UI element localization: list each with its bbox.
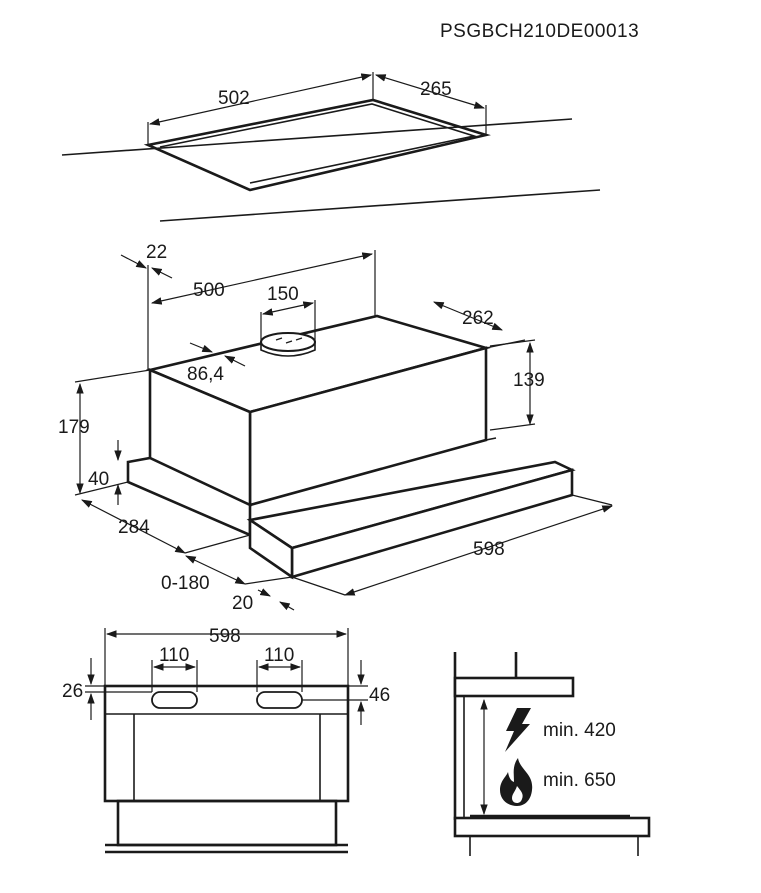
electric-clearance-label: min. 420: [543, 720, 616, 741]
dim-length: 500: [193, 280, 225, 301]
cutout-drawing: 502 265: [61, 72, 601, 222]
dim-depth: 262: [462, 308, 494, 329]
slot-height-label: 46: [369, 685, 390, 706]
slot-left-label: 110: [159, 645, 189, 666]
dim-width: 598: [473, 539, 505, 560]
clearance-drawing: min. 420 min. 650: [453, 652, 651, 856]
dim-body-height: 139: [513, 370, 545, 391]
document-code: PSGBCH210DE00013: [440, 21, 639, 42]
dim-outlet-diameter: 150: [267, 284, 299, 305]
cutout-depth-label: 265: [420, 79, 452, 100]
front-view-drawing: 598 110 110 26 46: [62, 626, 390, 854]
hood-iso-drawing: 22 500 150 86,4 262 139 179 40: [58, 242, 614, 614]
flame-icon: [500, 758, 533, 806]
gas-clearance-label: min. 650: [543, 770, 616, 791]
slot-top-label: 26: [62, 681, 83, 702]
dim-front-height: 40: [88, 469, 109, 490]
slot-right-label: 110: [264, 645, 294, 666]
dim-outlet-offset: 86,4: [187, 364, 224, 385]
dim-front-thickness: 20: [232, 593, 253, 614]
dim-body-depth: 284: [118, 517, 150, 538]
cutout-width-label: 502: [218, 88, 250, 109]
lightning-icon: [505, 708, 531, 752]
front-width-label: 598: [209, 626, 241, 647]
dim-total-height: 179: [58, 417, 90, 438]
dim-offset-back: 22: [146, 242, 167, 263]
dim-extension: 0-180: [161, 573, 210, 594]
